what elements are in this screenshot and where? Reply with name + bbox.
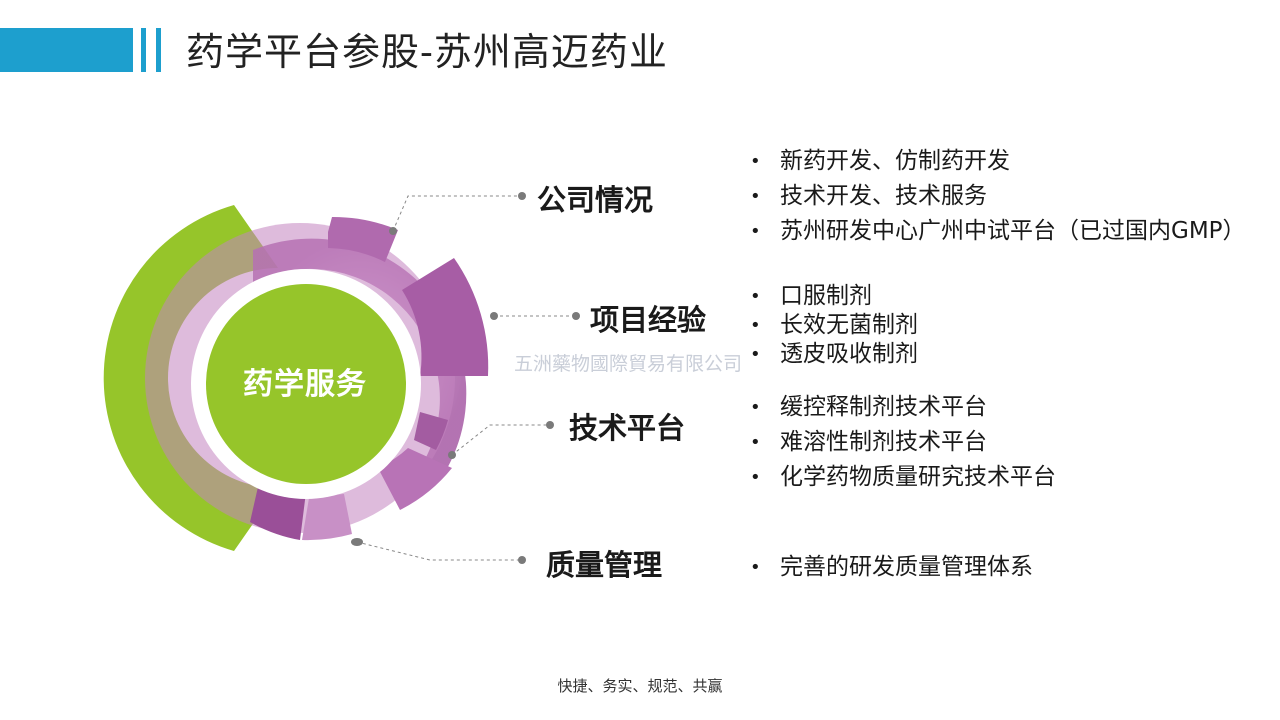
connector-company xyxy=(389,192,526,235)
header-stripe xyxy=(141,28,146,72)
connector-quality xyxy=(351,538,526,564)
list-item: 缓控释制剂技术平台 xyxy=(750,390,1056,425)
header-stripe xyxy=(156,28,161,72)
purple-segment xyxy=(378,448,452,510)
list-quality: 完善的研发质量管理体系 xyxy=(750,550,1033,585)
purple-segment xyxy=(414,412,448,450)
watermark: 五洲藥物國際貿易有限公司 xyxy=(514,353,743,375)
list-item: 技术开发、技术服务 xyxy=(750,179,1246,214)
connector-projects xyxy=(490,312,580,320)
list-item: 口服制剂 xyxy=(750,282,918,311)
category-tech-platform: 技术平台 xyxy=(569,411,686,445)
center-label: 药学服务 xyxy=(243,367,367,402)
list-item: 难溶性制剂技术平台 xyxy=(750,425,1056,460)
list-item: 完善的研发质量管理体系 xyxy=(750,550,1033,585)
list-projects: 口服制剂 长效无菌制剂 透皮吸收制剂 xyxy=(750,282,918,369)
category-company: 公司情况 xyxy=(537,183,654,217)
purple-segment xyxy=(328,216,398,262)
page-title: 药学平台参股-苏州高迈药业 xyxy=(186,30,668,74)
purple-segment xyxy=(302,492,352,541)
list-item: 苏州研发中心广州中试平台（已过国内GMP） xyxy=(750,214,1246,249)
list-item: 透皮吸收制剂 xyxy=(750,340,918,369)
header-accent-bar xyxy=(0,28,133,72)
footer-slogan: 快捷、务实、规范、共赢 xyxy=(557,677,723,695)
list-tech-platform: 缓控释制剂技术平台 难溶性制剂技术平台 化学药物质量研究技术平台 xyxy=(750,390,1056,495)
list-item: 新药开发、仿制药开发 xyxy=(750,144,1246,179)
list-item: 长效无菌制剂 xyxy=(750,311,918,340)
center-disc xyxy=(206,284,406,484)
category-quality: 质量管理 xyxy=(546,548,663,582)
connector-tech xyxy=(448,421,554,459)
purple-segment xyxy=(402,258,489,376)
green-outer-arc xyxy=(103,205,278,551)
category-projects: 项目经验 xyxy=(590,303,707,337)
list-item: 化学药物质量研究技术平台 xyxy=(750,460,1056,495)
list-company: 新药开发、仿制药开发 技术开发、技术服务 苏州研发中心广州中试平台（已过国内GM… xyxy=(750,144,1246,249)
